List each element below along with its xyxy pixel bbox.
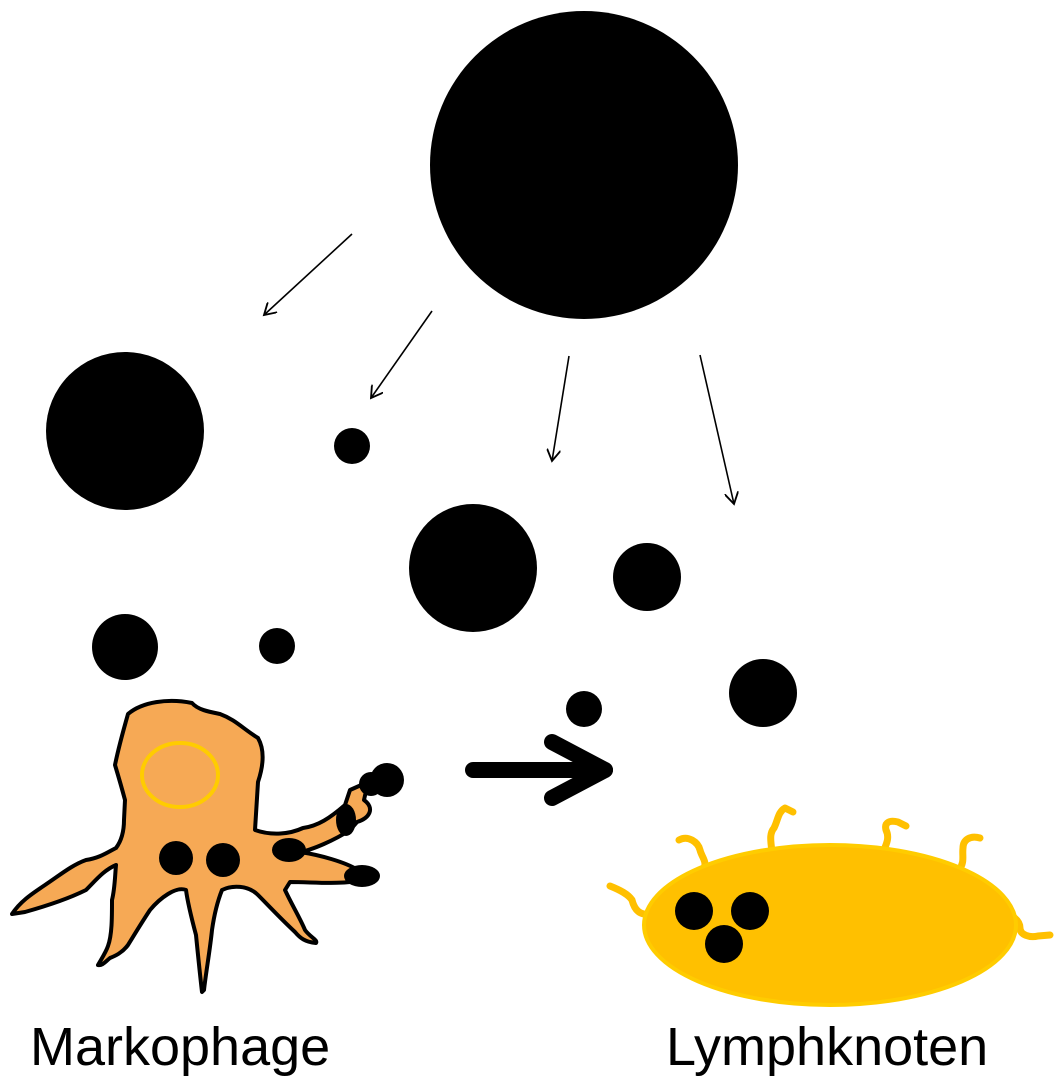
macrophage-label: Markophage: [30, 1020, 330, 1074]
lymph-node-label: Lymphknoten: [666, 1020, 988, 1074]
fragment-particle: [729, 659, 797, 727]
arrow-1: [264, 234, 352, 315]
macrophage-cell: [12, 701, 404, 992]
engulfed-particle: [272, 838, 306, 862]
fragment-particle: [334, 428, 370, 464]
arrow-4: [700, 355, 734, 504]
fragment-particle: [259, 628, 295, 664]
fragment-particle: [409, 504, 537, 632]
arrow-2: [371, 311, 432, 398]
engulfed-particle: [206, 843, 240, 877]
fragment-particle: [566, 691, 602, 727]
engulfed-particle: [344, 865, 380, 887]
particle-fragments: [46, 352, 797, 727]
collected-particle: [705, 925, 743, 963]
arrow-3: [552, 356, 569, 461]
transport-arrow: [473, 742, 605, 798]
collected-particle: [675, 892, 713, 930]
collected-particle: [731, 892, 769, 930]
fragment-particle: [613, 543, 681, 611]
large-particle: [430, 11, 738, 319]
lymph-node: [610, 808, 1050, 1005]
fragment-particle: [92, 614, 158, 680]
engulfed-particle: [359, 772, 383, 796]
fragment-particle: [46, 352, 204, 510]
engulfed-particle: [159, 841, 193, 875]
engulfed-particle: [336, 804, 356, 836]
